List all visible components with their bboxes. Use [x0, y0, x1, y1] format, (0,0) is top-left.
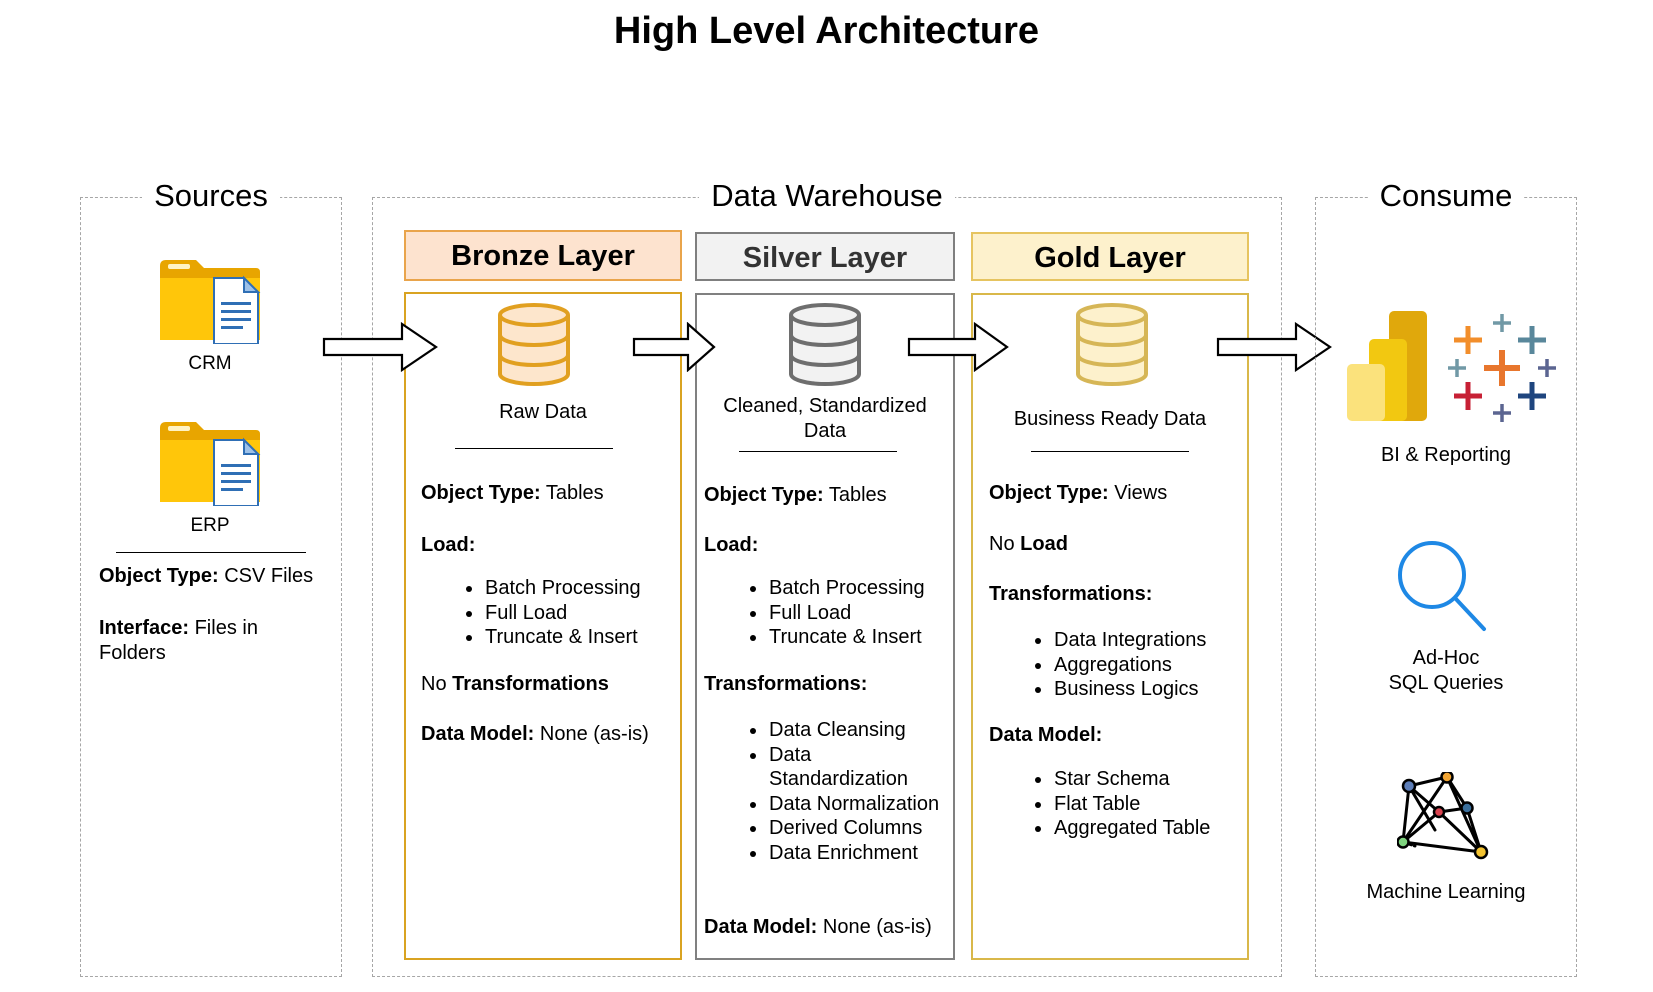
divider — [1031, 451, 1189, 452]
bronze-layer-header: Bronze Layer — [404, 230, 682, 281]
bronze-data-model: Data Model: None (as-is) — [421, 723, 649, 745]
page-title: High Level Architecture — [613, 10, 1040, 52]
machine-learning-label: Machine Learning — [1366, 881, 1526, 903]
list-item: Data Cleansing — [750, 718, 969, 743]
list-item: Star Schema — [1034, 767, 1210, 792]
silver-transform-list: Data Cleansing Data Standardization Data… — [748, 718, 969, 865]
list-item: Aggregations — [1034, 653, 1206, 678]
list-item: Derived Columns — [750, 816, 969, 841]
flow-arrow-icon — [907, 322, 1009, 372]
divider — [116, 552, 306, 553]
silver-transformations-label: Transformations: — [704, 673, 868, 695]
flow-arrow-icon — [632, 322, 716, 372]
consume-label: Consume — [1316, 178, 1576, 214]
bronze-layer-box — [404, 292, 682, 960]
divider — [455, 448, 613, 449]
silver-data-model: Data Model: None (as-is) — [704, 916, 932, 938]
list-item: Batch Processing — [750, 577, 925, 599]
list-item: Data Integrations — [1034, 629, 1207, 651]
gold-object-type: Object Type: Views — [989, 482, 1168, 504]
gold-data-model-label: Data Model: — [989, 724, 1103, 746]
database-icon — [1076, 303, 1148, 386]
magnifier-icon — [1398, 541, 1486, 631]
bronze-object-type: Object Type: Tables — [421, 482, 604, 504]
silver-layer-box — [695, 293, 955, 960]
list-item: Aggregated Table — [1034, 817, 1211, 839]
gold-data-model-list: Star Schema Flat Table Aggregated Table — [1033, 767, 1210, 841]
silver-load-list: Batch Processing Full Load Truncate & In… — [748, 576, 925, 650]
database-icon — [498, 303, 570, 386]
list-item: Flat Table — [1034, 792, 1210, 817]
silver-layer-header: Silver Layer — [695, 232, 955, 281]
gold-transform-list: Data Integrations Aggregations Business … — [1033, 628, 1206, 702]
consume-group: Consume — [1315, 178, 1577, 977]
folder-document-icon — [160, 422, 261, 506]
silver-object-type: Object Type: Tables — [704, 484, 887, 506]
sources-group: Sources — [80, 178, 342, 977]
data-warehouse-label: Data Warehouse — [373, 178, 1281, 214]
bronze-load-label: Load: — [421, 534, 476, 556]
list-item: Truncate & Insert — [750, 625, 925, 650]
flow-arrow-icon — [1216, 322, 1332, 372]
database-icon — [789, 303, 861, 386]
divider — [739, 451, 897, 452]
bronze-caption: Raw Data — [499, 401, 587, 423]
list-item: Full Load — [750, 601, 925, 626]
list-item: Full Load — [466, 601, 641, 626]
bi-reporting-label: BI & Reporting — [1380, 444, 1512, 466]
flow-arrow-icon — [322, 322, 438, 372]
list-item: Truncate & Insert — [466, 625, 641, 650]
bronze-load-list: Batch Processing Full Load Truncate & In… — [464, 576, 641, 650]
tableau-icon — [1448, 314, 1556, 422]
power-bi-icon — [1347, 311, 1427, 421]
data-warehouse-group: Data Warehouse — [372, 178, 1282, 977]
network-graph-icon — [1397, 772, 1489, 860]
gold-layer-header: Gold Layer — [971, 232, 1249, 281]
sources-object-type: Object Type: CSV Files — [99, 565, 314, 587]
list-item: Data Enrichment — [750, 841, 969, 866]
folder-document-icon — [160, 260, 261, 344]
erp-label: ERP — [190, 515, 230, 536]
list-item: Batch Processing — [466, 577, 641, 599]
gold-caption: Business Ready Data — [1013, 408, 1207, 430]
bronze-transformations: No Transformations — [421, 673, 609, 695]
crm-label: CRM — [188, 353, 232, 374]
silver-load-label: Load: — [704, 534, 759, 556]
gold-transformations-label: Transformations: — [989, 583, 1153, 605]
list-item: Data Standardization — [750, 743, 929, 792]
gold-layer-box — [971, 293, 1249, 960]
list-item: Data Normalization — [750, 792, 969, 817]
list-item: Business Logics — [1034, 677, 1206, 702]
gold-load: No Load — [989, 533, 1068, 555]
sources-label: Sources — [81, 178, 341, 214]
